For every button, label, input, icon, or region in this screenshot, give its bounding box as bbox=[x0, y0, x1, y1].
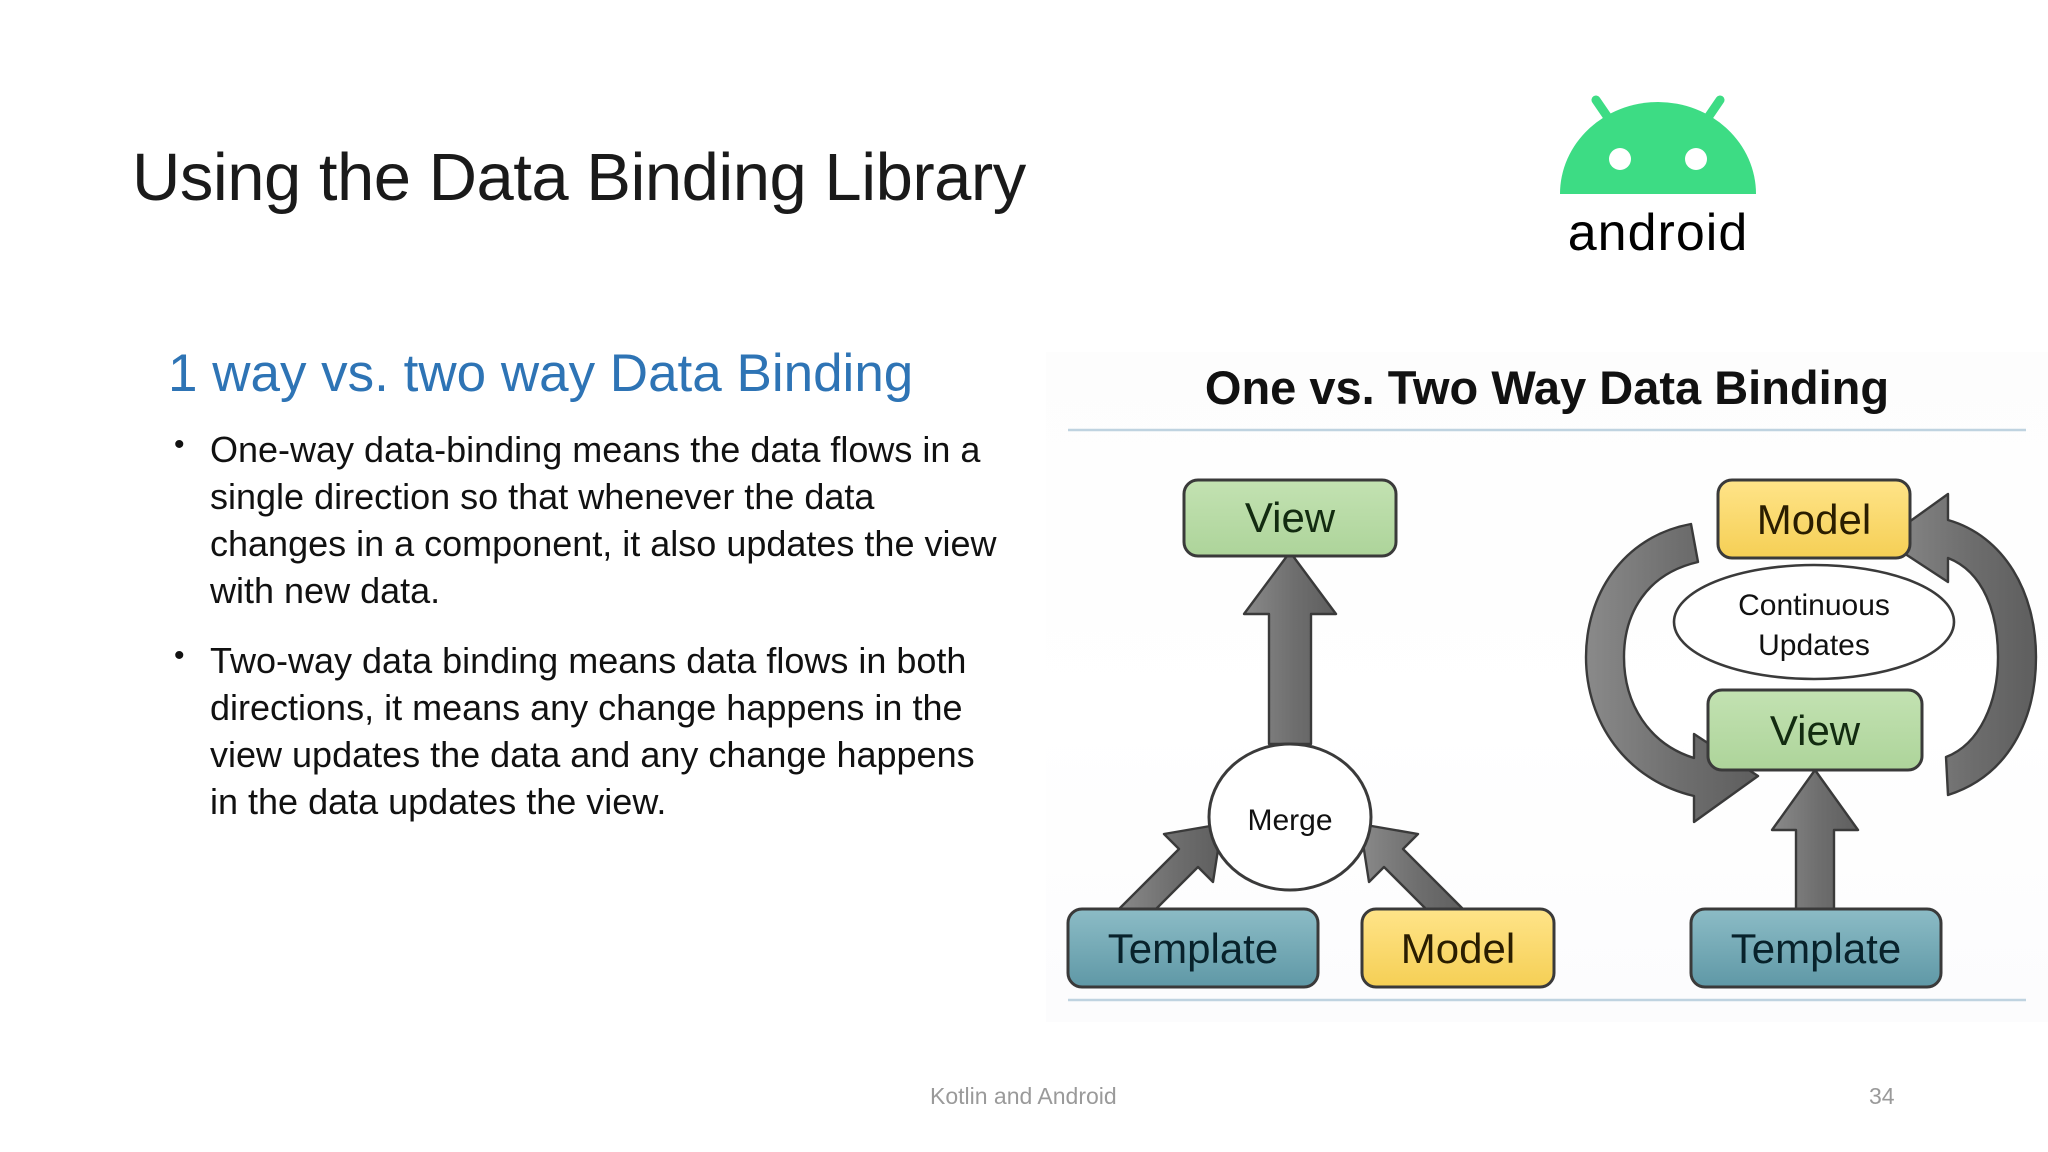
arrow-merge-to-view bbox=[1242, 550, 1338, 746]
arrow-template-to-view bbox=[1770, 768, 1860, 916]
node-template-left: Template bbox=[1066, 907, 1320, 989]
node-view-right-label: View bbox=[1770, 707, 1861, 754]
diagram-title: One vs. Two Way Data Binding bbox=[1205, 361, 1889, 414]
node-view-right: View bbox=[1706, 688, 1924, 772]
node-model-left-label: Model bbox=[1401, 925, 1515, 972]
node-model-left: Model bbox=[1360, 907, 1556, 989]
android-robot-icon bbox=[1560, 95, 1756, 194]
node-merge-label: Merge bbox=[1247, 804, 1332, 837]
node-continuous-updates-line1: Continuous bbox=[1738, 589, 1890, 622]
arrow-view-to-model-curved bbox=[1882, 492, 2038, 797]
page-title: Using the Data Binding Library bbox=[132, 140, 1026, 215]
node-template-right: Template bbox=[1689, 907, 1943, 989]
node-template-left-label: Template bbox=[1108, 925, 1278, 972]
node-view-left: View bbox=[1182, 478, 1398, 558]
footer-page-number: 34 bbox=[1869, 1083, 1895, 1109]
node-continuous-updates-line2: Updates bbox=[1758, 629, 1870, 662]
bullet-item-one-way: One-way data-binding means the data flow… bbox=[168, 425, 998, 614]
footer-note: Kotlin and Android bbox=[930, 1083, 1117, 1109]
data-binding-diagram: One vs. Two Way Data Binding bbox=[1046, 352, 2048, 1022]
node-continuous-updates: Continuous Updates bbox=[1672, 563, 1956, 681]
left-panel-one-way: View Merge Template Model bbox=[1066, 478, 1556, 989]
section-heading: 1 way vs. two way Data Binding bbox=[168, 344, 914, 403]
arrow-model-to-view-curved bbox=[1584, 522, 1760, 824]
content-column: 1 way vs. two way Data Binding One-way d… bbox=[168, 344, 998, 850]
bullet-item-two-way: Two-way data binding means data flows in… bbox=[168, 636, 998, 825]
node-template-right-label: Template bbox=[1731, 925, 1901, 972]
bullet-list: One-way data-binding means the data flow… bbox=[168, 425, 998, 825]
android-logo: android bbox=[1548, 82, 1798, 262]
android-wordmark: android bbox=[1568, 204, 1748, 262]
right-panel-two-way: Model Continuous Updates View Template bbox=[1584, 478, 2038, 989]
node-merge: Merge bbox=[1207, 742, 1373, 892]
node-model-right: Model bbox=[1716, 478, 1912, 560]
node-view-left-label: View bbox=[1245, 494, 1336, 541]
node-model-right-label: Model bbox=[1757, 496, 1871, 543]
